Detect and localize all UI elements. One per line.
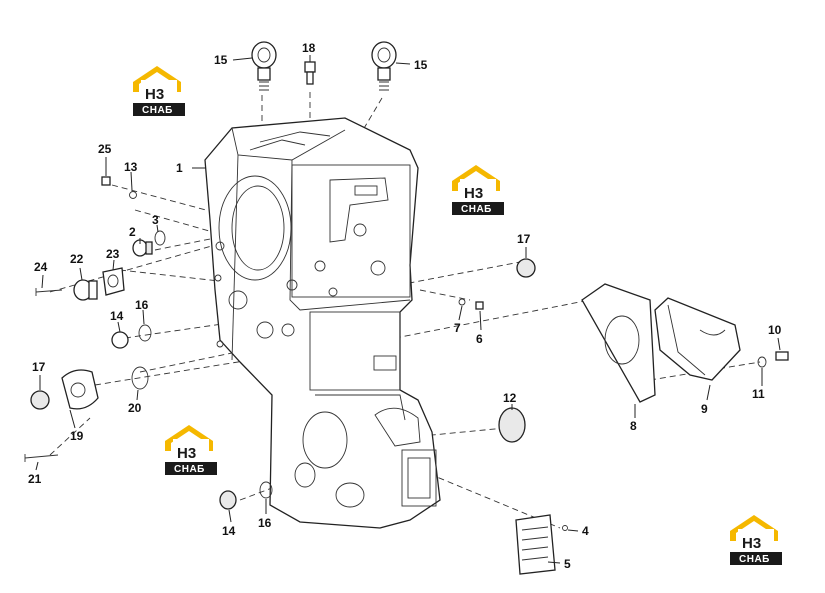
callout-16-lower: 16 — [258, 516, 272, 530]
small-parts-left — [24, 176, 273, 510]
callout-18: 18 — [302, 41, 316, 55]
callout-4: 4 — [582, 524, 589, 538]
svg-text:H3: H3 — [742, 535, 761, 552]
callout-24: 24 — [34, 260, 48, 274]
lifting-eye-left — [251, 41, 277, 91]
watermark-logo-2: H3 СНАБ — [452, 165, 504, 215]
callout-17-left: 17 — [32, 360, 46, 374]
watermark-logo-4: H3 СНАБ — [730, 515, 782, 565]
svg-text:H3: H3 — [464, 185, 483, 202]
svg-text:H3: H3 — [145, 86, 164, 103]
callout-15-right: 15 — [414, 58, 428, 72]
callout-22: 22 — [70, 252, 84, 266]
callout-16: 16 — [135, 298, 149, 312]
callout-21: 21 — [28, 472, 42, 486]
lifting-eye-right — [371, 41, 397, 91]
callout-5: 5 — [564, 557, 571, 571]
callout-25: 25 — [98, 142, 112, 156]
callout-20: 20 — [128, 401, 142, 415]
callout-11: 11 — [752, 387, 765, 401]
svg-text:СНАБ: СНАБ — [174, 464, 205, 475]
small-parts-right — [458, 258, 789, 575]
callout-23: 23 — [106, 247, 120, 261]
callout-8: 8 — [630, 419, 637, 433]
svg-text:СНАБ: СНАБ — [461, 204, 492, 215]
svg-text:СНАБ: СНАБ — [739, 554, 770, 565]
watermark-logo-1: H3 СНАБ — [133, 66, 185, 116]
callout-2: 2 — [129, 225, 136, 239]
svg-text:H3: H3 — [177, 445, 196, 462]
callout-15-left: 15 — [214, 53, 228, 67]
callout-10: 10 — [768, 323, 782, 337]
watermark-logo-3: H3 СНАБ — [165, 425, 217, 475]
callout-13: 13 — [124, 160, 138, 174]
callout-9: 9 — [701, 402, 708, 416]
callout-19: 19 — [70, 429, 84, 443]
callout-17: 17 — [517, 232, 531, 246]
breather-valve — [304, 61, 316, 85]
callout-6: 6 — [476, 332, 483, 346]
callout-1: 1 — [176, 161, 183, 175]
callout-14-lower: 14 — [222, 524, 236, 538]
callout-12: 12 — [503, 391, 517, 405]
callout-numbers: 1 2 3 4 5 6 7 8 9 10 11 12 13 14 14 15 1… — [28, 41, 782, 571]
transmission-housing — [204, 117, 441, 529]
callout-3: 3 — [152, 213, 159, 227]
callout-leaders — [35, 55, 781, 564]
callout-7: 7 — [454, 321, 461, 335]
svg-text:СНАБ: СНАБ — [142, 105, 173, 116]
callout-14: 14 — [110, 309, 124, 323]
